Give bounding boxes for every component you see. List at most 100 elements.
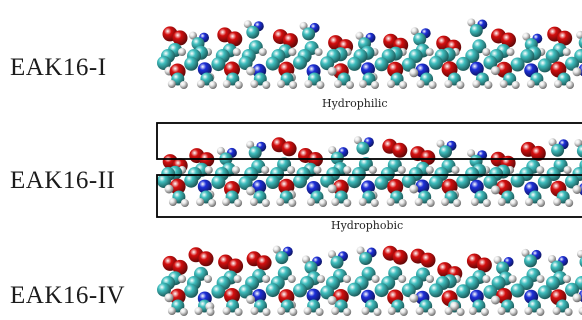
hydrogen-atom [509, 199, 518, 207]
carbon-atom [483, 174, 498, 189]
oxygen-atom [420, 252, 436, 268]
hydrogen-atom [398, 199, 407, 207]
hydrogen-atom [358, 198, 367, 206]
carbon-atom [401, 174, 416, 188]
hydrogen-atom [276, 198, 285, 206]
hydrogen-atom [562, 48, 571, 56]
hydrogen-atom [565, 199, 574, 207]
hydrogen-atom [451, 166, 460, 174]
hydrogen-atom [497, 198, 506, 206]
carbon-atom [524, 254, 537, 268]
hydrogen-atom [222, 198, 231, 206]
oxygen-atom [172, 259, 188, 275]
hydrogen-atom [288, 199, 297, 207]
hydrogen-atom [493, 256, 502, 264]
hydrogen-atom [343, 199, 352, 207]
hydrogen-atom [289, 308, 298, 316]
hydrogen-atom [304, 80, 313, 88]
carbon-atom [293, 283, 307, 298]
carbon-atom [579, 256, 582, 268]
carbon-atom [265, 175, 280, 189]
carbon-atom [184, 173, 199, 188]
oxygen-atom [476, 257, 492, 273]
carbon-atom [465, 49, 480, 63]
nitrogen-atom [469, 61, 484, 76]
carbon-atom [510, 57, 525, 72]
carbon-atom [510, 283, 525, 298]
hydrogen-atom [572, 293, 582, 303]
hydrogen-atom [327, 184, 337, 194]
hydrogen-atom [548, 138, 557, 147]
hydrogen-atom [233, 275, 242, 283]
hydrogen-atom [536, 166, 545, 174]
carbon-atom [472, 39, 487, 54]
hydrogen-atom [331, 307, 340, 315]
carbon-atom [439, 145, 452, 159]
carbon-atom [537, 58, 552, 73]
hydrogen-atom [399, 308, 408, 316]
hydrogen-atom [427, 308, 436, 316]
hydrophilic-caption: Hydrophilic [322, 97, 388, 110]
hydrogen-atom [343, 308, 352, 316]
hydrogen-atom [373, 308, 382, 316]
molecule-eak16-ii [157, 136, 582, 207]
hydrogen-atom [480, 308, 489, 316]
carbon-atom [302, 27, 316, 41]
carbon-atom [545, 49, 560, 63]
carbon-atom [374, 57, 389, 72]
carbon-atom [565, 282, 579, 297]
hydrogen-atom [179, 308, 188, 316]
oxygen-atom [392, 142, 408, 158]
nitrogen-atom [252, 289, 267, 303]
hydrogen-atom [563, 166, 572, 174]
hydrogen-atom [409, 293, 419, 303]
carbon-atom [293, 55, 307, 70]
hydrogen-atom [387, 80, 396, 88]
carbon-atom [157, 174, 171, 188]
hydrogen-atom [444, 307, 453, 315]
nitrogen-atom [361, 180, 375, 195]
hydrogen-atom [441, 198, 450, 206]
peptide-label-eak16-iv: EAK16-IV [10, 282, 126, 309]
hydrogen-atom [508, 275, 517, 283]
hydrogen-atom [313, 166, 322, 174]
carbon-atom [496, 261, 510, 275]
carbon-atom [277, 266, 292, 281]
carbon-atom [265, 283, 280, 298]
hydrogen-atom [355, 31, 364, 40]
carbon-atom [211, 175, 226, 190]
oxygen-atom [169, 178, 186, 195]
carbon-atom [456, 284, 471, 299]
nitrogen-atom [415, 179, 430, 194]
hydrogen-atom [436, 139, 445, 148]
carbon-atom [248, 146, 262, 160]
carbon-atom [456, 174, 471, 189]
hydrogen-atom [222, 80, 231, 88]
hydrogen-atom [208, 81, 217, 89]
hydrogen-atom [444, 80, 453, 88]
hydrogen-atom [566, 81, 574, 89]
hydrogen-atom [521, 248, 530, 257]
hydrogen-atom [526, 80, 535, 88]
hydrogen-atom [524, 307, 533, 315]
hydrogen-atom [425, 166, 434, 174]
hydrogen-atom [370, 199, 379, 207]
hydrogen-atom [319, 199, 327, 207]
oxygen-atom [282, 33, 298, 49]
hydrogen-atom [552, 307, 561, 315]
hydrogen-atom [468, 307, 477, 315]
nitrogen-atom [306, 288, 321, 303]
hydrogen-atom [409, 68, 419, 78]
hydrogen-atom [303, 307, 312, 315]
hydrogen-atom [262, 275, 271, 283]
carbon-atom [483, 55, 498, 70]
hydrophobic-caption: Hydrophobic [331, 219, 404, 232]
carbon-atom [184, 283, 199, 298]
hydrogen-atom [426, 199, 435, 207]
hydrogen-atom [577, 250, 582, 258]
carbon-atom [211, 284, 226, 299]
hydrogen-atom [258, 48, 267, 56]
hydrogen-atom [425, 48, 434, 56]
peptide-label-eak16-ii: EAK16-II [10, 167, 116, 194]
